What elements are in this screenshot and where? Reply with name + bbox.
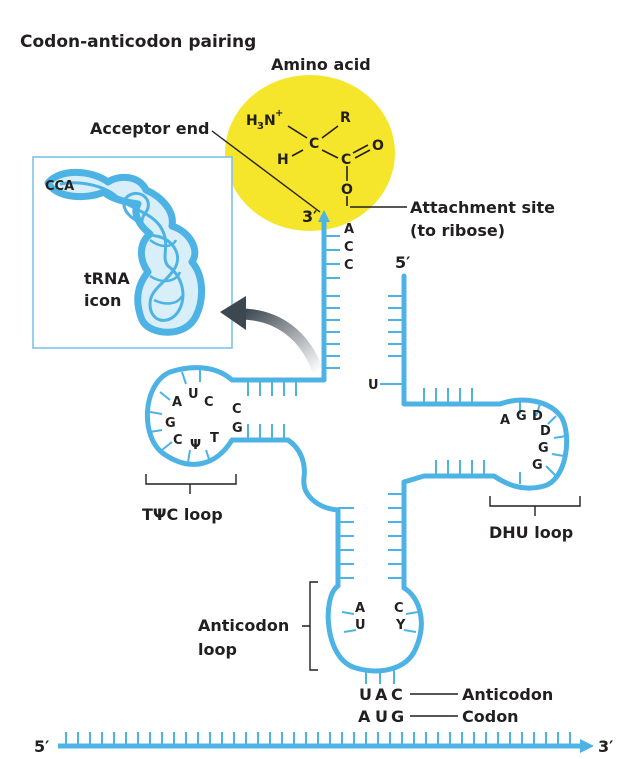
acceptor-end-pointer <box>211 130 321 213</box>
o-ester: O <box>341 182 353 198</box>
mrna-arrow <box>580 739 594 753</box>
h3n-n: N <box>264 113 276 129</box>
tpsic-loop-ticks <box>149 370 211 463</box>
tpsic-base-u: U <box>188 387 199 402</box>
tpsic-bracket <box>145 474 237 494</box>
anticodon-base-3: C <box>391 685 403 704</box>
c-carbonyl: C <box>341 152 351 168</box>
trna-icon-shape <box>44 168 205 336</box>
tpsic-base-c2: C <box>232 402 242 417</box>
tpsic-base-g2: G <box>232 421 243 436</box>
ac-loop-base-c: C <box>394 601 404 616</box>
dhu-loop-ticks <box>519 402 567 484</box>
ac-loop-base-y: Y <box>395 618 406 633</box>
tpsic-base-c1: C <box>204 395 214 410</box>
figure-title: Codon-anticodon pairing <box>20 32 256 52</box>
ac-loop-base-a: A <box>355 601 365 616</box>
h3n-h: H <box>246 113 258 129</box>
tpsic-base-psi: Ψ <box>190 438 201 453</box>
dhu-base-g3: G <box>532 458 543 473</box>
o-double: O <box>372 138 384 154</box>
acceptor-stem-rungs <box>324 235 404 369</box>
anticodon-loop-sublabel: loop <box>198 640 237 659</box>
inset-arrow <box>239 308 324 374</box>
acceptor-base-a: A <box>344 222 354 237</box>
inset-cca-label: CCA <box>45 179 74 194</box>
dhu-base-a: A <box>500 413 510 428</box>
codon-base-1: A <box>358 707 371 726</box>
tpsic-loop-label: TΨC loop <box>142 505 223 524</box>
dhu-bracket <box>489 496 581 516</box>
dhu-base-g1: G <box>516 409 527 424</box>
h3n-plus: + <box>275 108 283 119</box>
three-prime-top: 3′ <box>302 207 317 226</box>
codon-base-2: U <box>375 707 388 726</box>
r-group: R <box>340 110 351 126</box>
three-prime-arrow <box>318 210 330 222</box>
five-prime-top: 5′ <box>395 253 410 272</box>
acceptor-end-label: Acceptor end <box>90 119 209 138</box>
u-base: U <box>368 378 379 393</box>
anticodon-loop-ticks <box>341 611 419 684</box>
codon-base-3: G <box>391 707 404 726</box>
mrna-five-prime: 5′ <box>34 737 49 756</box>
c-alpha: C <box>309 136 319 152</box>
tpsic-base-g1: G <box>165 416 176 431</box>
anticodon-label: Anticodon <box>462 685 553 704</box>
codon-label: Codon <box>462 707 519 726</box>
tpsic-base-c3: C <box>173 433 183 448</box>
tpsic-stem-rungs <box>247 380 297 440</box>
inset-icon-label: icon <box>84 291 121 310</box>
amino-acid-circle <box>225 75 395 231</box>
mrna-three-prime: 3′ <box>598 737 613 756</box>
attachment-site-label: Attachment site <box>410 198 555 217</box>
inset-arrow-head <box>220 296 246 330</box>
dhu-loop-label: DHU loop <box>489 523 573 542</box>
dhu-base-d2: D <box>540 424 551 439</box>
anticodon-base-1: U <box>359 685 372 704</box>
acceptor-base-c1: C <box>344 240 354 255</box>
attachment-site-sublabel: (to ribose) <box>410 221 505 240</box>
tpsic-base-t: T <box>210 431 219 446</box>
dhu-stem-rungs <box>423 388 485 476</box>
anticodon-loop-label: Anticodon <box>198 616 289 635</box>
inset-trna-label: tRNA <box>84 269 130 288</box>
trna-backbone <box>144 219 570 674</box>
anticodon-stem-rungs <box>338 493 404 579</box>
anticodon-base-2: A <box>375 685 388 704</box>
ac-loop-base-u: U <box>355 618 366 633</box>
tpsic-base-a: A <box>172 395 182 410</box>
dhu-base-d1: D <box>532 409 543 424</box>
amino-acid-structure <box>287 125 371 206</box>
anticodon-loop-bracket <box>302 581 318 671</box>
h3n-subscript: 3 <box>257 121 264 132</box>
dhu-base-g2: G <box>538 441 549 456</box>
h-atom: H <box>277 152 289 168</box>
acceptor-base-c2: C <box>344 258 354 273</box>
amino-acid-label: Amino acid <box>271 55 371 74</box>
mrna-ticks <box>65 732 571 746</box>
